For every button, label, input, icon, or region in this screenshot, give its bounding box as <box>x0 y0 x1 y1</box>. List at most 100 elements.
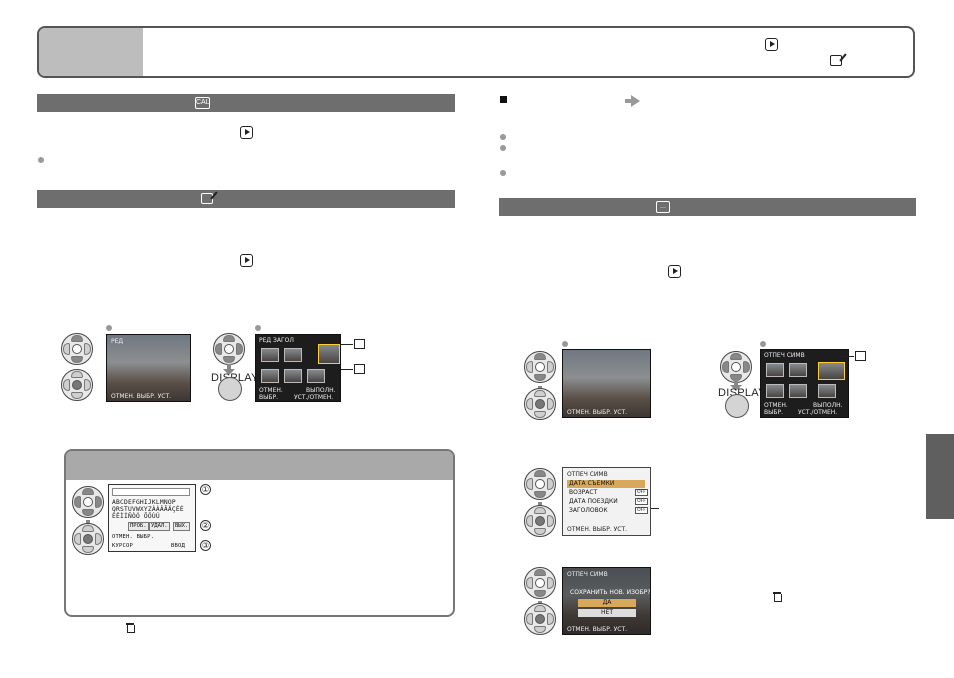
keyboard-row[interactable]: QRSTUVWXYZÀÁÂÃÄÇÈÉ <box>112 506 184 513</box>
confirm-no-button[interactable]: НЕТ <box>578 609 636 617</box>
thumbnail[interactable] <box>307 369 325 383</box>
screen-label: РЕД <box>111 338 124 345</box>
thumbnail[interactable] <box>284 348 302 362</box>
screen-exec: ВЫПОЛН. <box>813 402 843 409</box>
keyboard-box-header <box>66 451 453 480</box>
text-entry-field[interactable] <box>112 488 190 496</box>
display-button[interactable] <box>725 394 749 418</box>
thumbnail[interactable] <box>766 363 784 377</box>
control-pad[interactable] <box>524 351 556 383</box>
thumbnail[interactable] <box>789 384 807 398</box>
confirm-screen: ОТПЕЧ СИМВ СОХРАНИТЬ НОВ. ИЗОБР? ДА НЕТ … <box>562 567 651 635</box>
callout-number: ② <box>200 520 211 531</box>
menu-screen: ОТПЕЧ СИМВ ДАТА СЪЕМКИ ВОЗРАСТ ДАТА ПОЕЗ… <box>562 467 651 536</box>
thumbnail[interactable] <box>261 369 279 383</box>
thumbnail[interactable] <box>318 344 340 364</box>
header-shade <box>39 28 143 76</box>
play-icon <box>240 126 253 139</box>
thumbnail[interactable] <box>818 362 845 380</box>
thumbnail[interactable] <box>789 363 807 377</box>
off-badge: OFF <box>635 498 648 505</box>
section-bar-calendar: CAL <box>37 94 455 112</box>
screen-select: ВЫБР. <box>259 394 279 401</box>
text-stamp-icon <box>855 351 866 361</box>
keyboard-row[interactable]: ABCDEFGHIJKLMNOP <box>112 499 176 506</box>
step-bullet <box>562 341 568 347</box>
control-pad[interactable] <box>720 351 752 383</box>
screen-title: ОТПЕЧ СИМВ <box>764 352 805 359</box>
step-bullet <box>760 341 766 347</box>
off-badge: OFF <box>635 489 648 496</box>
screen-footer: ОТМЕН. ВЫБР. УСТ. <box>567 526 628 533</box>
text-stamp-icon: ... <box>656 201 670 213</box>
screen-title: ОТПЕЧ СИМВ <box>567 571 608 578</box>
keyboard-screen: ABCDEFGHIJKLMNOP QRSTUVWXYZÀÁÂÃÄÇÈÉ ÊËÌÍ… <box>108 484 196 552</box>
keyboard-footer: ОТМЕН. ВЫБР. <box>112 534 155 540</box>
control-pad[interactable] <box>524 468 556 500</box>
confirm-yes-button[interactable]: ДА <box>578 599 636 607</box>
thumbnail[interactable] <box>818 384 836 398</box>
down-arrow-icon <box>223 364 235 375</box>
side-chapter-tab <box>926 434 954 519</box>
exit-button[interactable]: ВЫХ. <box>173 522 191 531</box>
playback-screen: РЕД ОТМЕН. ВЫБР. УСТ. <box>106 334 191 402</box>
space-button[interactable]: ПРОБ. <box>128 522 149 531</box>
delete-button[interactable]: УДАЛ. <box>149 522 170 531</box>
bullet-dot <box>500 170 506 176</box>
step-bullet <box>106 325 112 331</box>
thumbnail[interactable] <box>261 348 279 362</box>
play-icon <box>240 254 253 267</box>
calendar-icon: CAL <box>195 97 210 109</box>
control-pad[interactable] <box>524 505 556 537</box>
control-pad[interactable] <box>72 523 104 555</box>
control-pad[interactable] <box>524 388 556 420</box>
screen-exec: ВЫПОЛН. <box>306 387 336 394</box>
bullet-dot <box>500 145 506 151</box>
screen-cancel: ОТМЕН. <box>259 387 283 394</box>
bullet-dot <box>500 134 506 140</box>
keyboard-footer: КУРСОР <box>112 543 134 549</box>
menu-item-travel-date[interactable]: ДАТА ПОЕЗДКИ <box>569 498 618 505</box>
control-pad[interactable] <box>213 333 245 365</box>
square-bullet <box>500 96 507 103</box>
callout-number: ③ <box>200 540 211 551</box>
menu-item-shooting-date[interactable]: ДАТА СЪЕМКИ <box>567 480 645 488</box>
playback-screen: ОТМЕН. ВЫБР. УСТ. <box>562 349 651 418</box>
screen-footer: ОТМЕН. ВЫБР. УСТ. <box>111 393 172 400</box>
control-pad[interactable] <box>524 603 556 635</box>
control-pad[interactable] <box>72 486 104 518</box>
screen-footer: ОТМЕН. ВЫБР. УСТ. <box>567 409 628 416</box>
thumbnail[interactable] <box>766 384 784 398</box>
arrow-right-icon <box>625 95 640 107</box>
title-edit-icon <box>354 339 365 349</box>
play-icon <box>668 265 681 278</box>
trash-icon <box>773 592 782 602</box>
screen-set: УСТ./ОТМЕН. <box>798 409 838 416</box>
down-arrow-icon <box>730 380 742 391</box>
confirm-question: СОХРАНИТЬ НОВ. ИЗОБР? <box>570 589 651 596</box>
menu-item-age[interactable]: ВОЗРАСТ <box>569 489 598 496</box>
screen-title: РЕД ЗАГОЛ <box>259 337 294 344</box>
section-bar-text-stamp: ... <box>499 198 916 216</box>
keyboard-row[interactable]: ÊËÌÍÑÒÓ ÕÖÙÚ <box>112 513 160 520</box>
thumbnail-screen: РЕД ЗАГОЛ ОТМЕН. ВЫБР. ВЫПОЛН. УСТ./ОТМЕ… <box>255 334 341 402</box>
screen-footer: ОТМЕН. ВЫБР. УСТ. <box>567 626 628 633</box>
menu-item-title[interactable]: ЗАГОЛОВОК <box>569 507 608 514</box>
play-icon <box>765 38 778 51</box>
thumbnail-screen: ОТПЕЧ СИМВ ОТМЕН. ВЫБР. ВЫПОЛН. УСТ./ОТМ… <box>760 349 849 418</box>
step-bullet <box>255 325 261 331</box>
bullet-dot <box>38 157 44 163</box>
title-edit-icon <box>830 55 842 66</box>
keyboard-footer: ВВОД <box>171 543 186 549</box>
off-badge: OFF <box>635 507 648 514</box>
screen-title: ОТПЕЧ СИМВ <box>567 471 608 478</box>
screen-select: ВЫБР. <box>764 409 784 416</box>
callout-number: ① <box>200 484 211 495</box>
title-edit-icon <box>201 193 213 204</box>
control-pad[interactable] <box>61 369 93 401</box>
display-button[interactable] <box>218 377 242 401</box>
control-pad[interactable] <box>61 333 93 365</box>
control-pad[interactable] <box>524 567 556 599</box>
thumbnail[interactable] <box>284 369 302 383</box>
screen-set: УСТ./ОТМЕН. <box>294 394 334 401</box>
